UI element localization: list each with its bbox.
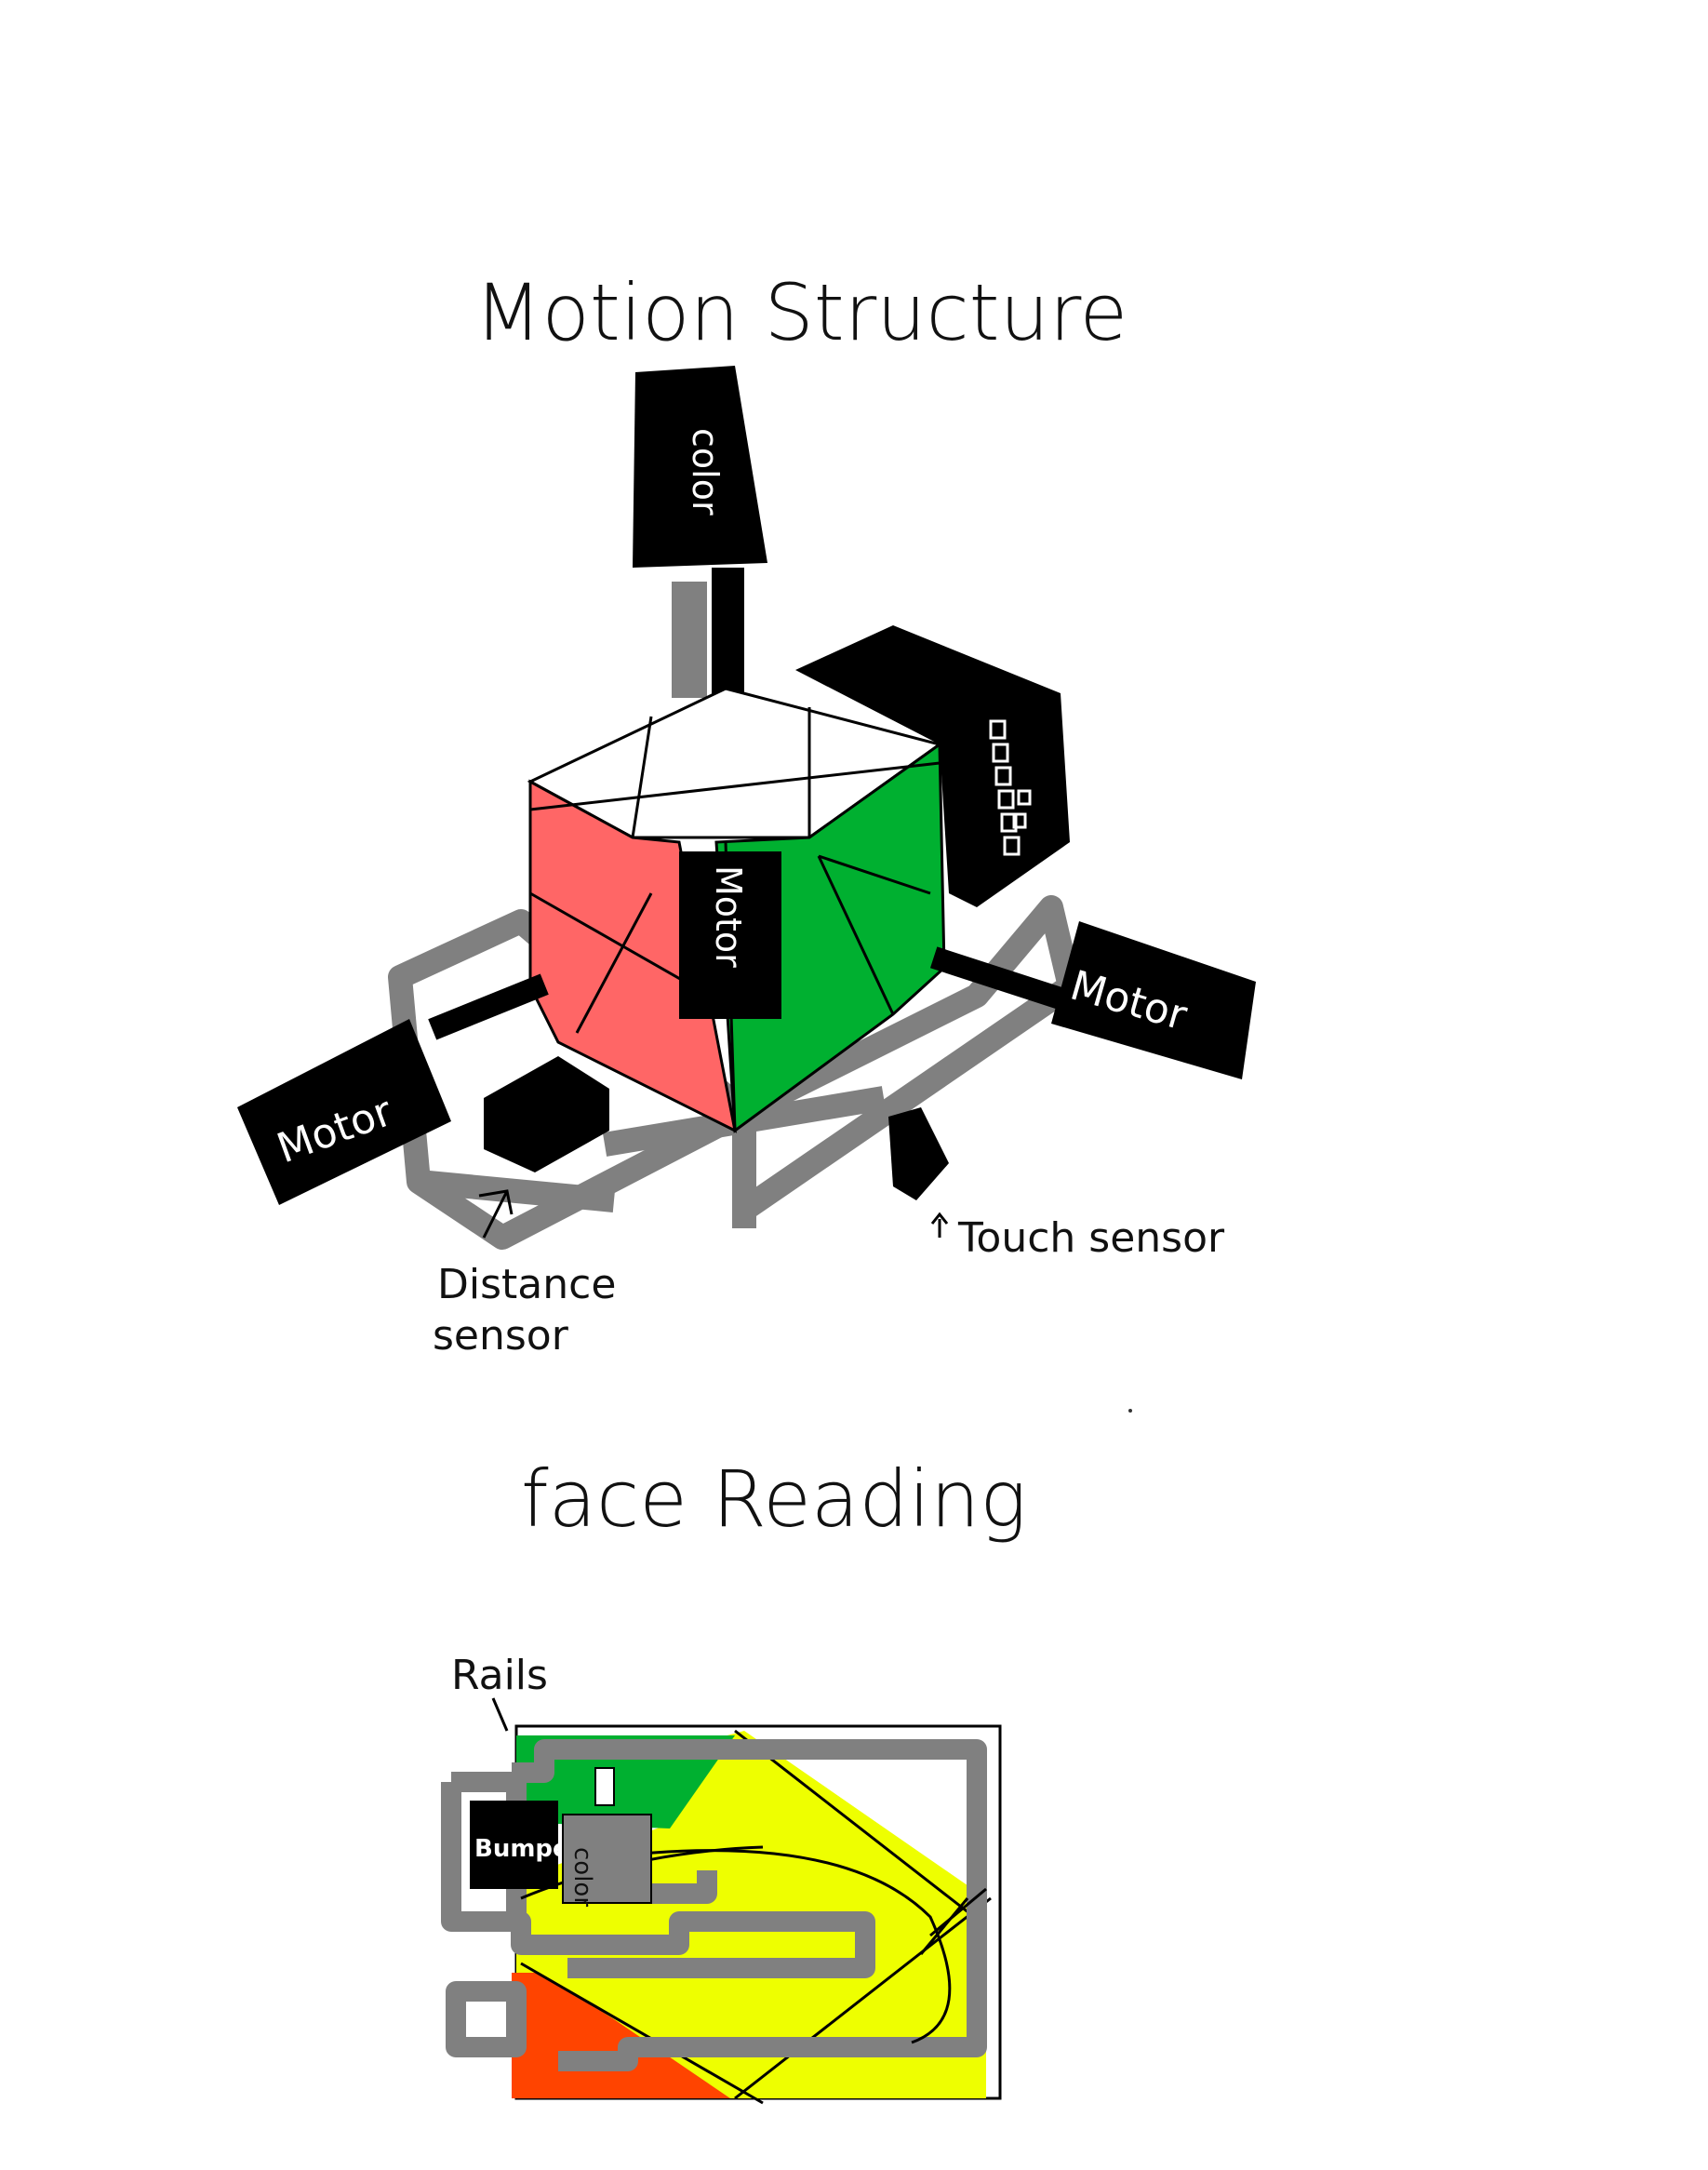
- motion-structure-title: Motion Structure: [474, 267, 1128, 358]
- slot: [594, 1767, 615, 1806]
- controller-brick: [795, 625, 1070, 907]
- motor-left: Motor: [237, 1019, 451, 1205]
- distance-sensor-label-1: Distance: [437, 1261, 616, 1308]
- touch-sensor-label: Touch sensor: [957, 1214, 1225, 1262]
- small-color-sensor: [562, 1814, 652, 1904]
- brick-buttons: [989, 719, 1032, 856]
- motor-front: Motor: [679, 851, 781, 1019]
- left-axle: [428, 973, 549, 1040]
- bumper: [470, 1801, 558, 1889]
- rails-label: Rails: [451, 1652, 548, 1699]
- touch-sensor: Touch sensor: [888, 1107, 1225, 1262]
- top-box-label: color: [685, 428, 726, 516]
- motor-right: Motor: [1051, 921, 1256, 1079]
- top-sensor-box: color: [633, 366, 767, 568]
- distance-sensor: Distance sensor: [433, 1056, 616, 1360]
- motor-front-label: Motor: [708, 865, 749, 968]
- distance-sensor-label-2: sensor: [433, 1312, 569, 1360]
- vertical-post: [672, 568, 744, 698]
- stray-dot: [1128, 1409, 1132, 1413]
- face-reading-title: face Reading: [521, 1453, 1027, 1545]
- small-color-label: color: [568, 1847, 596, 1907]
- right-axle: [929, 946, 1071, 1011]
- face-reading-assembly: Bumper color Rails: [441, 1652, 1002, 2105]
